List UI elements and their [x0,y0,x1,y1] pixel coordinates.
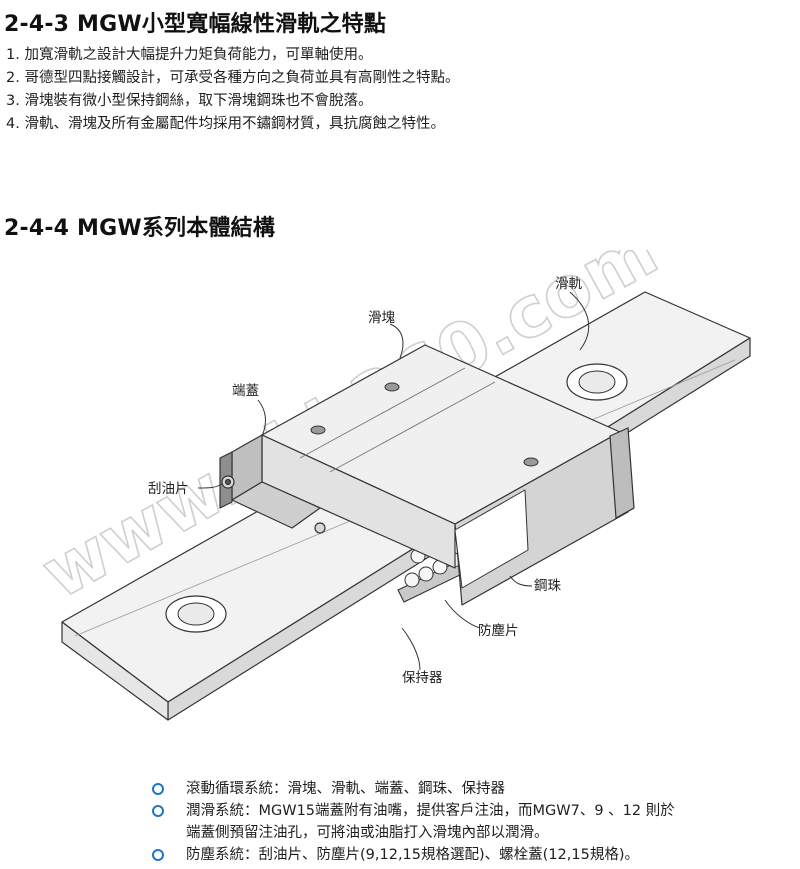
block [261,344,629,606]
system-list: 滾動循環系統：滑塊、滑軌、端蓋、鋼珠、保持器 潤滑系統：MGW15端蓋附有油嘴，… [150,778,798,866]
block-bolt-holes [310,382,539,467]
rail-mounting-hole-left [165,595,227,633]
system-item-text: 防塵系統：刮油片、防塵片(9,12,15規格選配)、螺栓蓋(12,15規格)。 [186,847,639,863]
feature-list: 1. 加寬滑軌之設計大幅提升力矩負荷能力，可單軸使用。 2. 哥德型四點接觸設計… [6,44,459,136]
label-steel-balls: 鋼珠 [534,578,562,594]
feature-item: 3. 滑塊裝有微小型保持鋼絲，取下滑塊鋼珠也不會脫落。 [6,93,373,109]
bullet-circle-icon [152,849,164,861]
label-block: 滑塊 [368,310,395,326]
leader-lines [197,291,590,671]
bullet-circle-icon [152,783,164,795]
system-item: 滾動循環系統：滑塊、滑軌、端蓋、鋼珠、保持器 [150,778,798,800]
section-heading-features: 2-4-3 MGW小型寬幅線性滑軌之特點 [4,12,387,37]
bullet-circle-icon [152,805,164,817]
label-dust-plate: 防塵片 [478,623,519,639]
label-scraper: 刮油片 [148,481,189,497]
system-item-text: 潤滑系統：MGW15端蓋附有油嘴，提供客戶注油，而MGW7、9 、12 則於 [186,803,675,819]
rail-mounting-hole-right [566,363,628,401]
system-item: 防塵系統：刮油片、防塵片(9,12,15規格選配)、螺栓蓋(12,15規格)。 [150,844,798,866]
feature-item: 1. 加寬滑軌之設計大幅提升力矩負荷能力，可單軸使用。 [6,47,373,63]
system-item-text: 滾動循環系統：滑塊、滑軌、端蓋、鋼珠、保持器 [186,781,505,797]
system-item: 潤滑系統：MGW15端蓋附有油嘴，提供客戶注油，而MGW7、9 、12 則於 端… [150,800,798,844]
label-rail: 滑軌 [555,276,583,292]
feature-item: 4. 滑軌、滑塊及所有金屬配件均採用不鏽鋼材質，具抗腐蝕之特性。 [6,116,445,132]
system-item-text-continued: 端蓋側預留注油孔，可將油或油脂打入滑塊內部以潤滑。 [186,825,549,841]
feature-item: 2. 哥德型四點接觸設計，可承受各種方向之負荷並具有高剛性之特點。 [6,70,460,86]
section-heading-structure: 2-4-4 MGW系列本體結構 [4,216,276,241]
label-retainer: 保持器 [402,670,443,686]
linear-guide-structure-diagram: www.zkh360.com [28,250,751,721]
end-cap [231,434,321,529]
label-end-cap: 端蓋 [232,383,259,399]
end-seal [609,427,635,519]
scraper [219,451,326,534]
